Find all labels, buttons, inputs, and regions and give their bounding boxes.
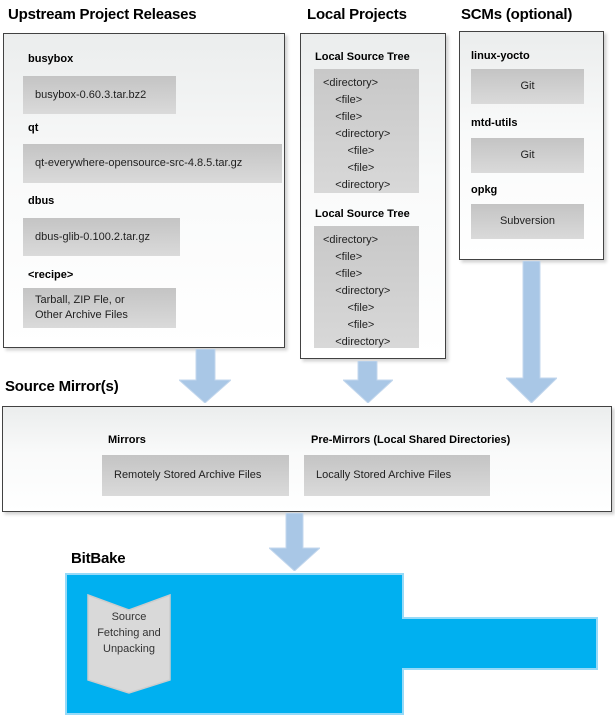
down-arrow-local-to-mirrors xyxy=(343,361,393,403)
bitbake-process-shape xyxy=(65,573,598,715)
upstream-releases-box: busybox busybox-0.60.3.tar.bz2 qt qt-eve… xyxy=(3,33,285,348)
scm-item-type: Git xyxy=(471,69,584,104)
upstream-item-label: qt xyxy=(28,122,39,134)
down-arrow-scms-to-mirrors xyxy=(506,261,557,403)
scms-title: SCMs (optional) xyxy=(461,6,573,23)
scm-item-label: mtd-utils xyxy=(471,117,518,129)
local-source-tree-listing: <directory> <file> <file> <directory> <f… xyxy=(314,226,419,348)
pre-mirrors-archive-box: Locally Stored Archive Files xyxy=(304,455,490,496)
source-fetching-shape xyxy=(87,593,171,694)
scm-item-type: Subversion xyxy=(471,204,584,239)
upstream-item-file: Tarball, ZIP Fle, or Other Archive Files xyxy=(23,288,176,328)
mirrors-archive-box: Remotely Stored Archive Files xyxy=(102,455,289,496)
local-source-tree-heading: Local Source Tree xyxy=(315,51,410,63)
scm-item-type: Git xyxy=(471,138,584,173)
mirrors-label: Mirrors xyxy=(108,434,146,446)
down-arrow-mirrors-to-bitbake xyxy=(269,513,320,571)
local-projects-box: Local Source Tree <directory> <file> <fi… xyxy=(300,33,446,359)
local-source-tree-listing: <directory> <file> <file> <directory> <f… xyxy=(314,69,419,193)
upstream-item-file: dbus-glib-0.100.2.tar.gz xyxy=(23,218,180,256)
local-projects-title: Local Projects xyxy=(307,6,407,23)
pre-mirrors-label: Pre-Mirrors (Local Shared Directories) xyxy=(311,434,511,446)
upstream-item-label: <recipe> xyxy=(28,269,74,281)
scms-box: linux-yocto Git mtd-utils Git opkg Subve… xyxy=(459,31,604,260)
scm-item-label: opkg xyxy=(471,184,498,196)
upstream-title: Upstream Project Releases xyxy=(8,6,197,23)
upstream-item-file: qt-everywhere-opensource-src-4.8.5.tar.g… xyxy=(23,144,282,183)
source-mirrors-box: Mirrors Remotely Stored Archive Files Pr… xyxy=(2,406,612,512)
bitbake-title: BitBake xyxy=(71,550,126,567)
source-mirrors-title: Source Mirror(s) xyxy=(5,378,119,395)
scm-item-label: linux-yocto xyxy=(471,50,530,62)
source-fetching-label: Source Fetching and Unpacking xyxy=(97,611,161,655)
local-source-tree-heading: Local Source Tree xyxy=(315,208,410,220)
down-arrow-upstream-to-mirrors xyxy=(179,349,231,403)
upstream-item-label: dbus xyxy=(28,195,55,207)
upstream-item-file: busybox-0.60.3.tar.bz2 xyxy=(23,76,176,114)
upstream-item-label: busybox xyxy=(28,53,74,65)
